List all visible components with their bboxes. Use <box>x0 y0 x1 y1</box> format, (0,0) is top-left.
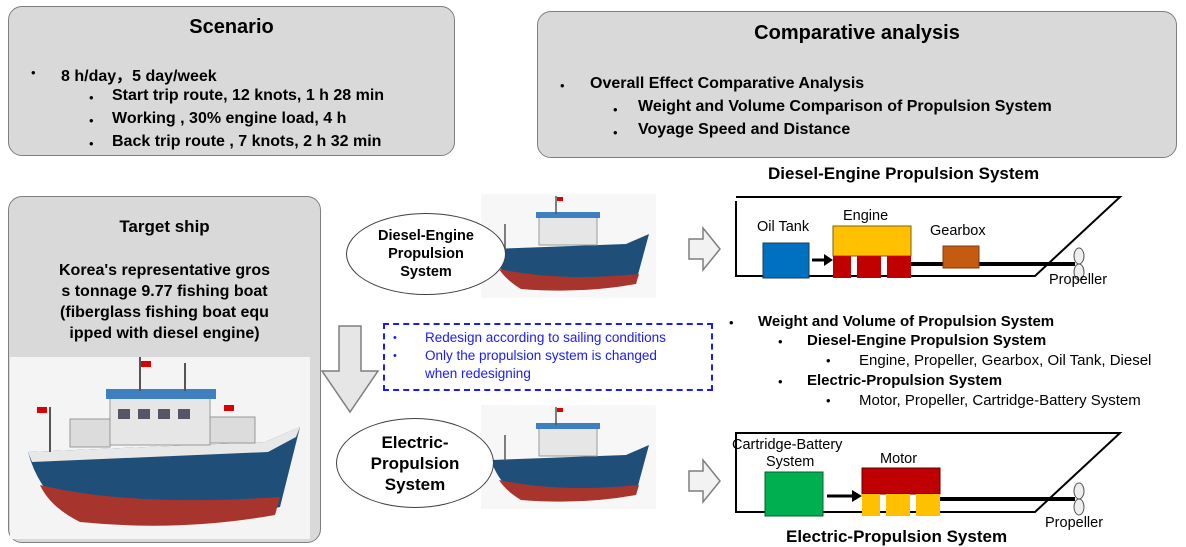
right-arrow-icon <box>688 226 721 272</box>
scenario-sub-bullet: Back trip route , 7 knots, 2 h 32 min <box>112 133 382 150</box>
engine-block <box>832 225 912 257</box>
battery-label: System <box>766 454 815 470</box>
bullet-dot: • <box>393 350 397 362</box>
redesign-bullet: Only the propulsion system is changed <box>425 348 657 363</box>
bullet-dot: • <box>778 374 783 389</box>
bullet-dot: • <box>826 393 831 408</box>
scenario-box: Scenario • 8 h/day，5 day/week • Start tr… <box>8 6 455 156</box>
bullet-dot: • <box>89 90 94 105</box>
comparative-box: Comparative analysis • Overall Effect Co… <box>537 11 1177 158</box>
diesel-ellipse-line: System <box>400 264 452 280</box>
electric-ellipse-line: System <box>384 474 446 494</box>
diesel-propeller-label: Propeller <box>1049 272 1108 288</box>
electric-ellipse-line: Electric- <box>381 432 449 452</box>
electric-system-title: Electric-Propulsion System <box>786 527 1008 546</box>
diesel-ellipse-line: Propulsion <box>388 246 464 262</box>
weight-volume-electric-items: Motor, Propeller, Cartridge-Battery Syst… <box>859 392 1141 409</box>
redesign-bullet-continued: when redesigning <box>425 366 531 381</box>
fishing-boat-image-electric <box>481 405 656 509</box>
diesel-system-title: Diesel-Engine Propulsion System <box>768 164 1040 183</box>
comparative-sub-bullet: Voyage Speed and Distance <box>638 121 851 138</box>
bullet-dot: • <box>729 315 734 330</box>
engine-label: Engine <box>843 208 889 224</box>
fishing-boat-image-diesel <box>481 194 656 298</box>
bullet-dot: • <box>613 125 618 140</box>
battery-label: Cartridge-Battery <box>732 437 843 453</box>
scenario-title: Scenario <box>189 16 274 38</box>
bullet-dot: • <box>89 136 94 151</box>
diesel-ellipse-line: Diesel-Engine <box>378 228 474 244</box>
bullet-dot: • <box>89 113 94 128</box>
scenario-sub-bullet: Start trip route, 12 knots, 1 h 28 min <box>112 87 385 104</box>
bullet-dot: • <box>778 334 783 349</box>
right-arrow-icon <box>688 458 721 504</box>
scenario-sub-bullet: Working , 30% engine load, 4 h <box>112 110 347 127</box>
gearbox-block <box>942 245 980 269</box>
motor-block <box>861 467 941 495</box>
motor-label: Motor <box>880 451 918 467</box>
oil-tank-block <box>762 242 810 279</box>
down-arrow-icon <box>320 325 380 414</box>
electric-ellipse: Electric- Propulsion System <box>336 418 494 508</box>
weight-volume-heading: Weight and Volume of Propulsion System <box>758 313 1055 330</box>
target-ship-desc-line: ipped with diesel engine) <box>69 325 260 342</box>
electric-ellipse-line: Propulsion <box>370 453 460 473</box>
comparative-title: Comparative analysis <box>754 22 960 44</box>
gearbox-label: Gearbox <box>930 223 986 239</box>
diesel-ellipse: Diesel-Engine Propulsion System <box>346 213 506 295</box>
weight-volume-diesel-items: Engine, Propeller, Gearbox, Oil Tank, Di… <box>859 352 1152 369</box>
weight-volume-electric-heading: Electric-Propulsion System <box>807 372 1003 389</box>
electric-system-diagram <box>735 432 1123 517</box>
weight-volume-diesel-heading: Diesel-Engine Propulsion System <box>807 332 1047 349</box>
target-ship-desc-line: (fiberglass fishing boat equ <box>60 304 269 321</box>
battery-block <box>764 471 824 517</box>
oil-tank-label: Oil Tank <box>757 219 810 235</box>
target-ship-desc-line: Korea's representative gros <box>58 262 270 279</box>
comparative-main-bullet: Overall Effect Comparative Analysis <box>590 75 865 92</box>
redesign-bullet: Redesign according to sailing conditions <box>425 330 666 345</box>
target-ship-title: Target ship <box>119 217 210 236</box>
target-ship-desc-line: s tonnage 9.77 fishing boat <box>61 283 268 300</box>
comparative-sub-bullet: Weight and Volume Comparison of Propulsi… <box>638 98 1052 115</box>
bullet-dot: • <box>613 102 618 117</box>
scenario-main-bullet: 8 h/day，5 day/week <box>61 68 217 85</box>
redesign-box <box>383 323 713 391</box>
bullet-dot: • <box>31 65 36 80</box>
electric-propeller-label: Propeller <box>1045 515 1104 531</box>
diesel-system-diagram <box>735 196 1123 281</box>
bullet-dot: • <box>826 353 831 368</box>
fishing-boat-image-large <box>10 357 310 539</box>
bullet-dot: • <box>393 332 397 344</box>
bullet-dot: • <box>560 78 565 93</box>
